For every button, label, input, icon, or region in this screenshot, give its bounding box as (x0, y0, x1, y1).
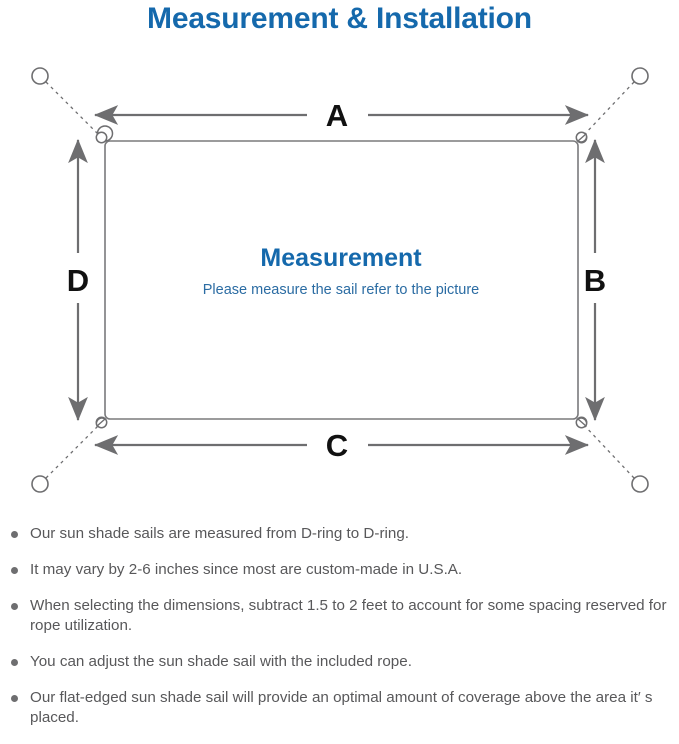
d-ring-shape (95, 417, 107, 428)
d-ring-bottom-right (575, 416, 588, 429)
diagram-center-subheading: Please measure the sail refer to the pic… (203, 282, 479, 298)
dimension-arrow-b: B (584, 138, 606, 422)
dimension-arrow-d: D (67, 138, 89, 422)
d-ring-bottom-left (95, 416, 108, 429)
bullet-icon (11, 603, 18, 610)
list-item: Our flat-edged sun shade sail will provi… (0, 688, 679, 728)
anchor-point-top-left (31, 67, 49, 85)
rope-line-bottom-right (582, 423, 635, 479)
rope-line-top-left (45, 81, 101, 137)
note-text: You can adjust the sun shade sail with t… (30, 653, 412, 670)
dimension-arrow-a: A (93, 98, 590, 133)
anchor-point-bottom-left (31, 475, 49, 493)
anchor-group-bottom-right (582, 423, 649, 493)
dimension-label-d: D (67, 263, 89, 298)
d-ring-loop (95, 131, 108, 144)
sail-body (104, 140, 579, 420)
anchor-point-top-right (631, 67, 649, 85)
bullet-icon (11, 567, 18, 574)
diagram-center-heading: Measurement (260, 244, 422, 272)
list-item: When selecting the dimensions, subtract … (0, 596, 679, 636)
sail-rectangle (104, 140, 579, 420)
dimension-label-a: A (326, 98, 348, 133)
dimension-label-b: B (584, 263, 606, 298)
d-ring-top-left (95, 125, 114, 144)
note-text: It may vary by 2-6 inches since most are… (30, 561, 463, 578)
dimension-arrow-c: C (93, 428, 590, 463)
diagram-svg: A C D B Measurement Please measure the s… (31, 67, 649, 493)
anchor-group-bottom-left (31, 423, 101, 493)
anchor-group-top-right (582, 67, 649, 137)
rope-line-top-right (582, 81, 635, 137)
list-item: Our sun shade sails are measured from D-… (0, 524, 679, 544)
dimension-label-c: C (326, 428, 348, 463)
list-item: You can adjust the sun shade sail with t… (0, 652, 679, 672)
d-ring-top-right (575, 131, 588, 144)
note-text: Our sun shade sails are measured from D-… (30, 525, 409, 542)
note-text: When selecting the dimensions, subtract … (30, 597, 667, 634)
anchor-point-bottom-right (631, 475, 649, 493)
anchor-group-top-left (31, 67, 101, 137)
measurement-diagram: A C D B Measurement Please measure the s… (0, 48, 679, 518)
notes-list: Our sun shade sails are measured from D-… (0, 524, 679, 744)
rope-line-bottom-left (45, 423, 101, 479)
bullet-icon (11, 659, 18, 666)
bullet-icon (11, 695, 18, 702)
list-item: It may vary by 2-6 inches since most are… (0, 560, 679, 580)
note-text: Our flat-edged sun shade sail will provi… (30, 689, 653, 726)
bullet-icon (11, 531, 18, 538)
page-title: Measurement & Installation (147, 2, 532, 35)
